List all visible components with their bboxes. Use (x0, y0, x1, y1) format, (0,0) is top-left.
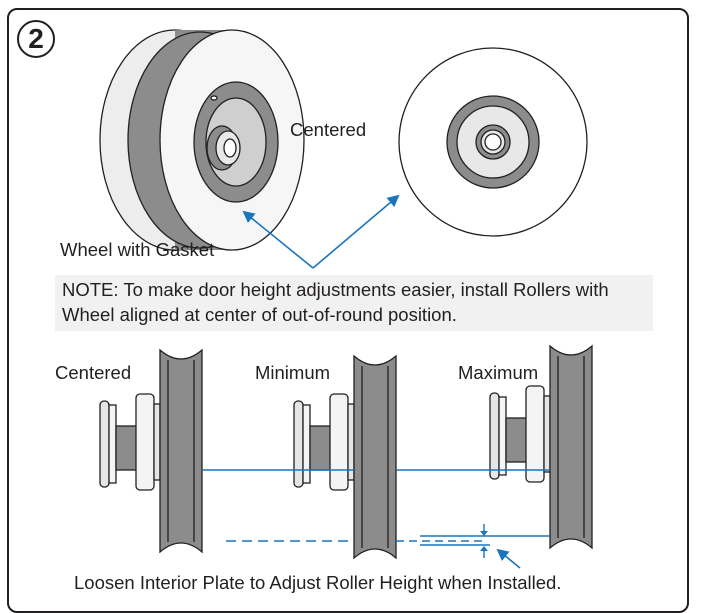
label-centered: Centered (55, 362, 132, 383)
label-maximum: Maximum (458, 362, 539, 383)
label-centered-top: Centered (290, 119, 367, 140)
alignment-lines (202, 469, 550, 558)
pointer-arrows (242, 194, 400, 269)
caption-text: Loosen Interior Plate to Adjust Roller H… (74, 572, 562, 593)
centered-front-view (398, 47, 588, 237)
label-wheel-with-gasket: Wheel with Gasket (60, 239, 215, 260)
roller-centered (99, 348, 203, 554)
height-indicator-arrows (480, 531, 488, 551)
roller-minimum (293, 354, 397, 560)
note-text: NOTE: To make door height adjustments ea… (62, 279, 609, 325)
label-minimum: Minimum (255, 362, 331, 383)
wheel-with-gasket-illustration (99, 29, 305, 251)
note-box (55, 275, 653, 331)
gap-pointer-arrow (496, 548, 521, 569)
step-number-badge: 2 (17, 20, 55, 58)
roller-maximum (489, 344, 593, 550)
